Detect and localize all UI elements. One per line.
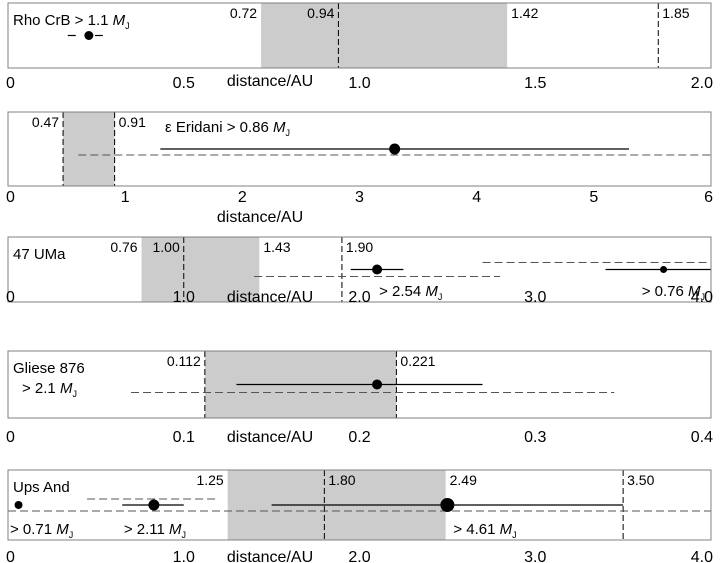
zone-outer-label: 0.221 bbox=[400, 353, 435, 369]
tick-label: 0.3 bbox=[524, 429, 546, 446]
tick-label: 3.0 bbox=[524, 549, 546, 563]
planet-point bbox=[372, 264, 383, 275]
planet-mass-label: > 0.76 MJ bbox=[642, 283, 705, 302]
planet-mass-label: > 2.54 MJ bbox=[379, 283, 442, 302]
tick-label: 2.0 bbox=[691, 75, 713, 92]
panel-frame bbox=[7, 111, 712, 187]
tick-label: 1.5 bbox=[524, 75, 546, 92]
system-name: 47 UMa bbox=[13, 246, 66, 263]
tick-label: 0 bbox=[6, 75, 15, 92]
tick-label: 0.1 bbox=[173, 429, 195, 446]
x-axis-label: distance/AU bbox=[217, 209, 303, 226]
panel-frame bbox=[7, 2, 712, 69]
tick-label: 3 bbox=[355, 189, 364, 206]
marker-label: 1.80 bbox=[328, 472, 355, 488]
zone-outer-label: 2.49 bbox=[450, 472, 477, 488]
panel-1: 0.72 1.42 0.94 1.85 Rho CrB > 1.1 MJ 0 0.5 1.0 1… bbox=[6, 2, 713, 92]
tick-label: 1.0 bbox=[348, 75, 370, 92]
panel-frame bbox=[7, 350, 712, 419]
zone-outer-label: 1.43 bbox=[263, 239, 290, 255]
panel-2: 0.47 0.91 ε Eridani > 0.86 MJ 0 1 2 3 4 5 6 distan… bbox=[6, 111, 713, 226]
system-mass: > 2.1 MJ bbox=[22, 380, 77, 399]
marker-label: 0.94 bbox=[307, 5, 334, 21]
tick-label: 4.0 bbox=[691, 549, 713, 563]
planet-mass-label: > 0.71 MJ bbox=[10, 521, 73, 540]
zone-inner-label: 0.76 bbox=[110, 239, 137, 255]
tick-label: 2.0 bbox=[348, 289, 370, 306]
tick-label: 2 bbox=[238, 189, 247, 206]
tick-label: 0 bbox=[6, 189, 15, 206]
tick-label: 2.0 bbox=[348, 549, 370, 563]
marker-label: 3.50 bbox=[627, 472, 654, 488]
tick-label: 4 bbox=[472, 189, 481, 206]
tick-label: 1.0 bbox=[173, 289, 195, 306]
planet-point bbox=[372, 379, 383, 390]
zone-inner-label: 0.112 bbox=[167, 353, 201, 369]
planet-point bbox=[389, 143, 401, 155]
panel-frame bbox=[7, 236, 712, 303]
system-name: Gliese 876 bbox=[13, 360, 85, 377]
zone-outer-label: 1.42 bbox=[511, 5, 538, 21]
marker-label: 1.85 bbox=[662, 5, 689, 21]
tick-label: 6 bbox=[704, 189, 713, 206]
planet-point bbox=[440, 498, 455, 512]
tick-label: 0.4 bbox=[691, 429, 713, 446]
tick-label: 1.0 bbox=[173, 549, 195, 563]
panel-5: 1.25 2.49 1.80 3.50 > 0.71 MJ > 2.11 MJ > 4.61… bbox=[6, 469, 713, 563]
tick-label: 0 bbox=[6, 289, 15, 306]
tick-label: 0 bbox=[6, 549, 15, 563]
x-axis-label: distance/AU bbox=[227, 549, 313, 563]
tick-label: 4.0 bbox=[691, 289, 713, 306]
x-axis-label: distance/AU bbox=[227, 289, 313, 306]
planet-point bbox=[84, 31, 94, 40]
planet-point bbox=[148, 499, 160, 511]
tick-label: 3.0 bbox=[524, 289, 546, 306]
system-name: ε Eridani > 0.86 MJ bbox=[165, 119, 290, 138]
zone-inner-label: 0.47 bbox=[32, 114, 59, 130]
panel-frame bbox=[7, 469, 712, 541]
zone-inner-label: 0.72 bbox=[230, 5, 257, 21]
x-axis-label: distance/AU bbox=[227, 73, 313, 90]
x-axis-label: distance/AU bbox=[227, 429, 313, 446]
habitable-zone bbox=[141, 237, 260, 302]
planet-mass-label: > 2.11 MJ bbox=[124, 521, 186, 540]
tick-label: 0.5 bbox=[173, 75, 195, 92]
tick-label: 1 bbox=[121, 189, 130, 206]
planet-point bbox=[14, 501, 23, 509]
marker-label: 1.00 bbox=[153, 239, 180, 255]
tick-label: 5 bbox=[589, 189, 598, 206]
planet-mass-label: > 4.61 MJ bbox=[453, 521, 516, 540]
tick-label: 0 bbox=[6, 429, 15, 446]
zone-outer-label: 0.91 bbox=[119, 114, 146, 130]
habitable-zone bbox=[63, 112, 115, 186]
panel-4: 0.112 0.221 Gliese 876 > 2.1 MJ 0 0.1 0.2 0.3 0.… bbox=[6, 350, 713, 446]
marker-label: 1.90 bbox=[346, 239, 373, 255]
system-name: Rho CrB > 1.1 MJ bbox=[13, 12, 130, 31]
tick-label: 0.2 bbox=[348, 429, 370, 446]
zone-inner-label: 1.25 bbox=[196, 472, 223, 488]
planet-point bbox=[660, 266, 668, 273]
system-name: Ups And bbox=[13, 479, 70, 496]
habitable-zone bbox=[261, 3, 508, 68]
